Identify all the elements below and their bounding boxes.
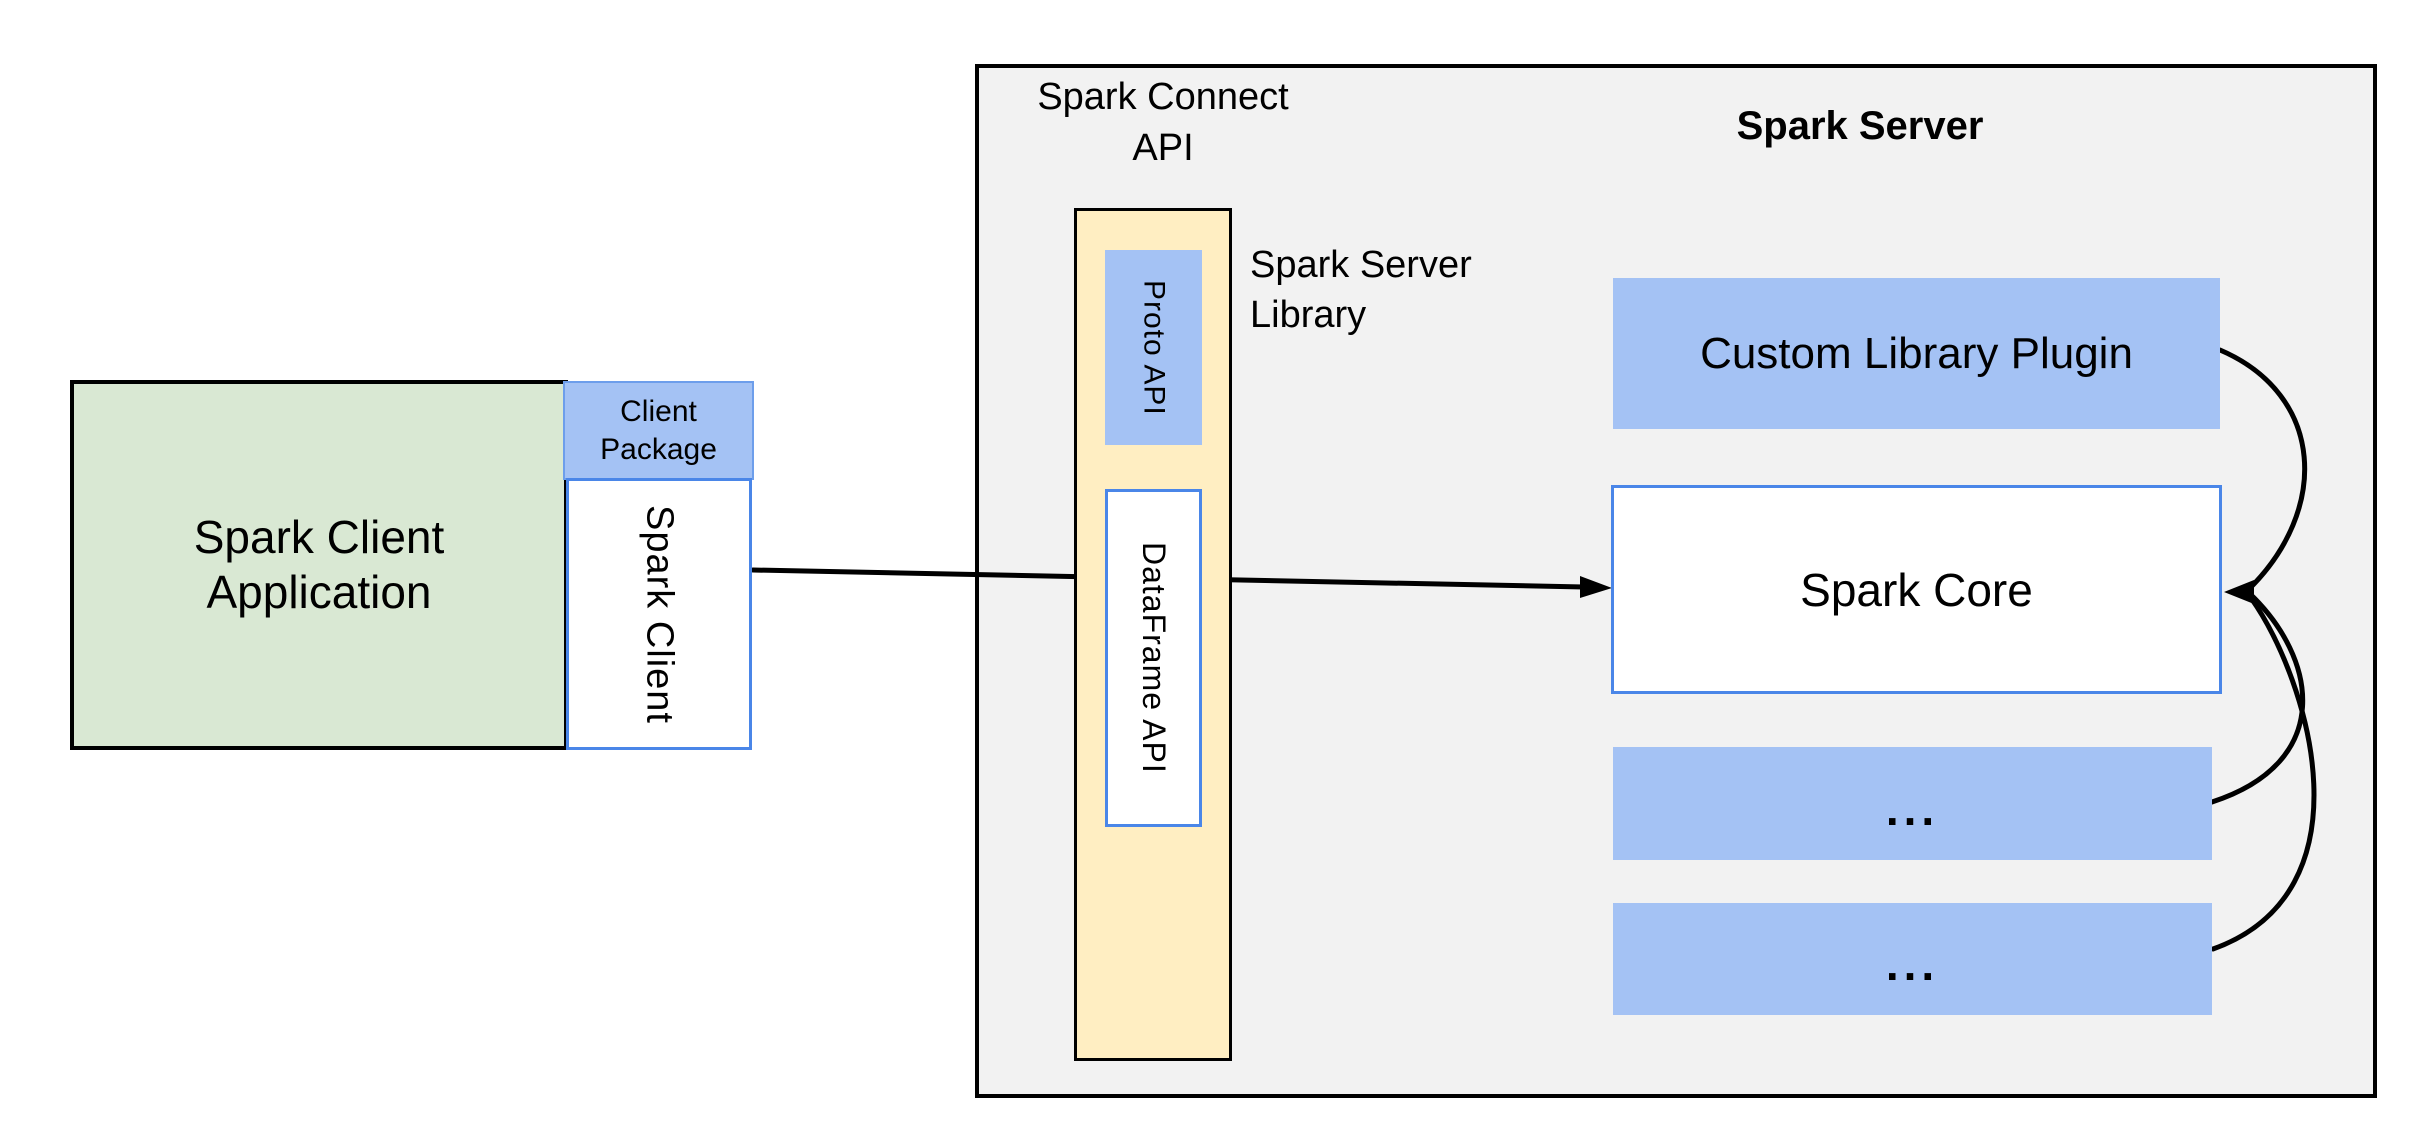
spark-client-box: Spark Client bbox=[566, 478, 752, 750]
spark-connect-api-label: Spark Connect API bbox=[1037, 76, 1289, 170]
spark-client-label: Spark Client bbox=[638, 504, 681, 724]
more-plugins-box-2: ... bbox=[1613, 903, 2212, 1015]
spark-client-application-box: Spark Client Application bbox=[70, 380, 568, 750]
spark-client-application-label: Spark Client Application bbox=[193, 510, 445, 618]
spark-core-label: Spark Core bbox=[1800, 563, 2033, 616]
spark-server-library-label: Spark Server Library bbox=[1250, 244, 1472, 337]
proto-api-label: Proto API bbox=[1137, 279, 1171, 416]
spark-server-title: Spark Server bbox=[1736, 104, 1984, 148]
proto-api-box: Proto API bbox=[1105, 250, 1202, 445]
client-package-label: Client Package bbox=[600, 395, 717, 466]
more-plugins-label-1: ... bbox=[1885, 782, 1940, 835]
dataframe-api-box: DataFrame API bbox=[1105, 489, 1202, 827]
client-package-box: Client Package bbox=[563, 381, 754, 480]
custom-library-plugin-label: Custom Library Plugin bbox=[1700, 328, 2133, 378]
more-plugins-box-1: ... bbox=[1613, 747, 2212, 860]
more-plugins-label-2: ... bbox=[1885, 938, 1940, 990]
custom-library-plugin-box: Custom Library Plugin bbox=[1613, 278, 2220, 429]
dataframe-api-label: DataFrame API bbox=[1136, 542, 1172, 774]
spark-core-box: Spark Core bbox=[1611, 485, 2222, 694]
